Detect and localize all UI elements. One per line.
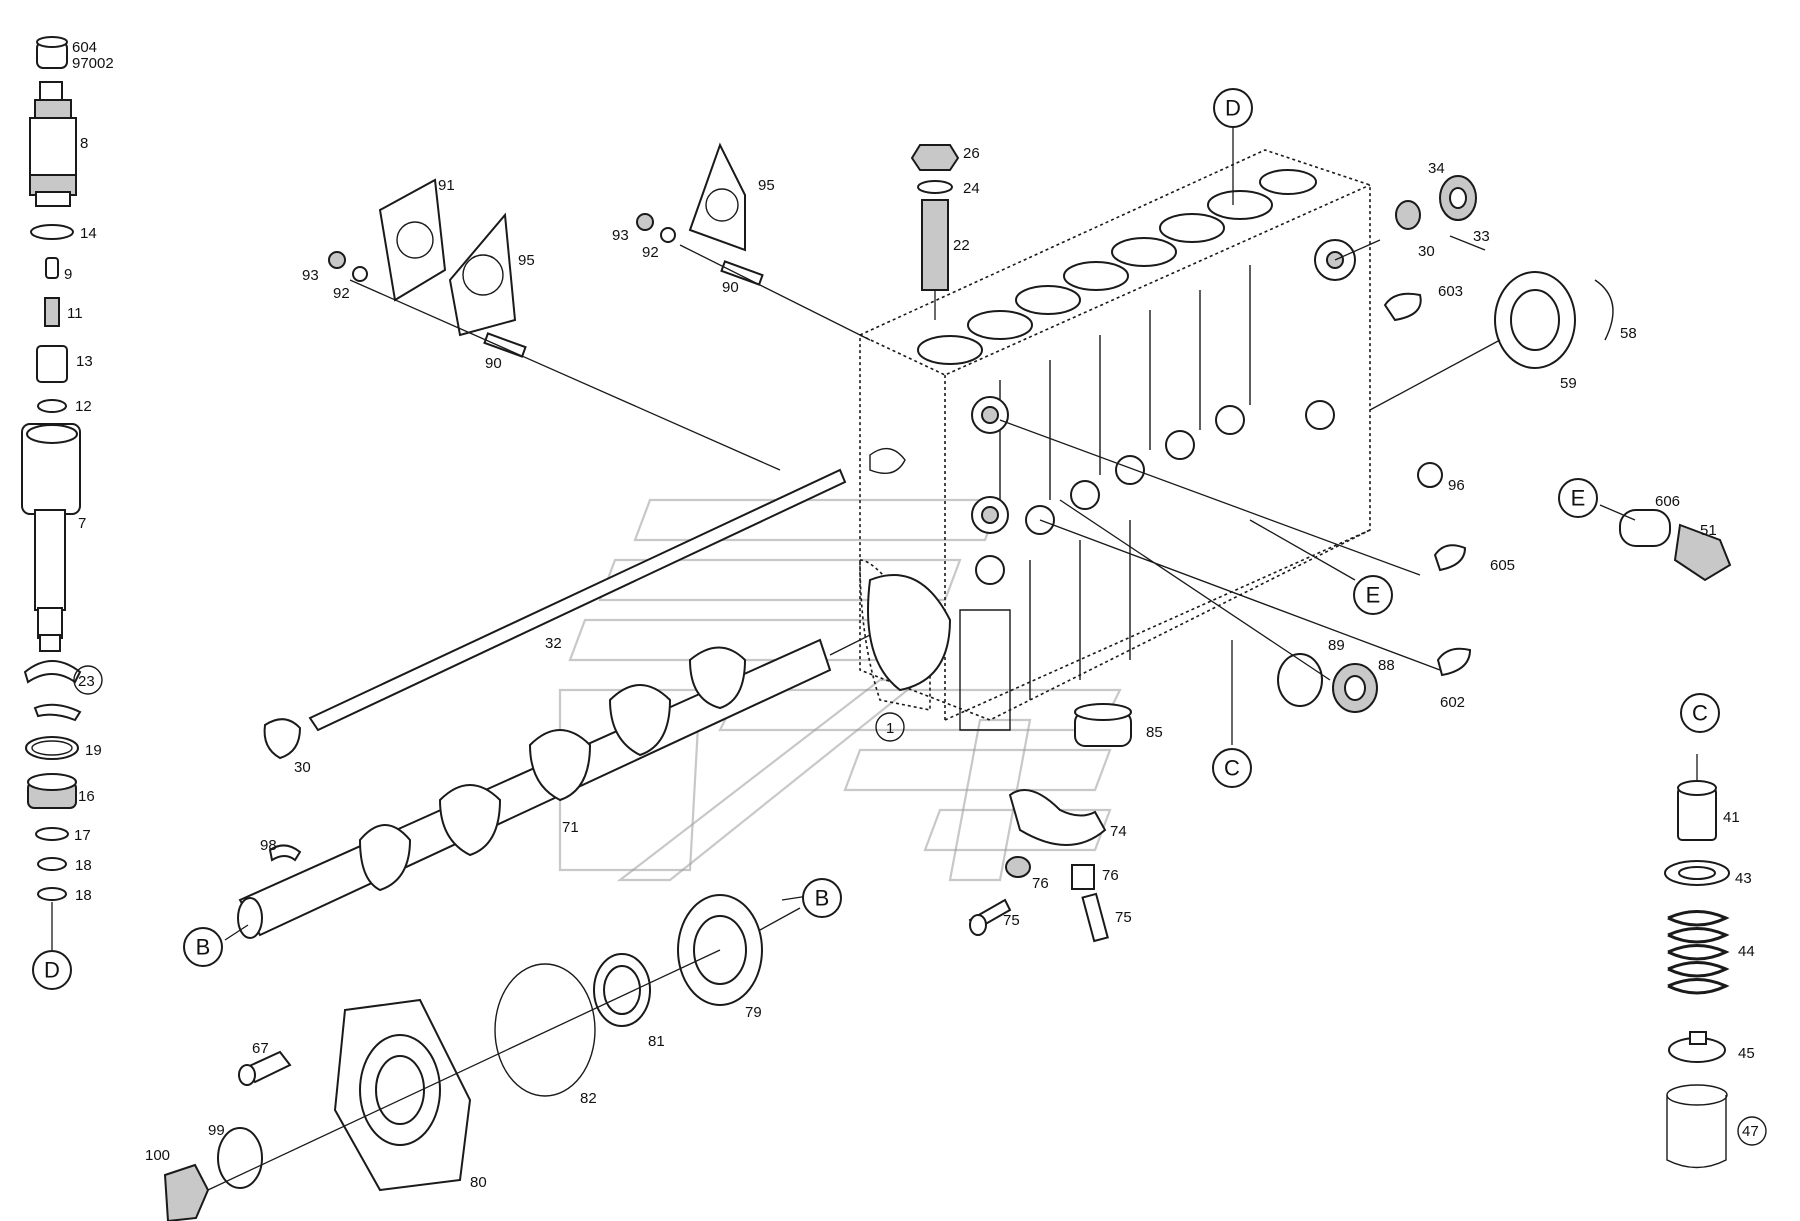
label-32: 32 <box>545 635 562 652</box>
label-90a: 90 <box>485 355 502 372</box>
label-18a: 18 <box>75 857 92 874</box>
label-602: 602 <box>1440 694 1465 711</box>
label-79: 79 <box>745 1004 762 1021</box>
svg-text:C: C <box>1692 701 1708 726</box>
ref-e-right: E <box>1558 478 1598 518</box>
label-96: 96 <box>1448 477 1465 494</box>
ref-c-right: C <box>1680 693 1720 733</box>
label-30a: 30 <box>1418 243 1435 260</box>
label-75a: 75 <box>1003 912 1020 929</box>
label-24: 24 <box>963 180 980 197</box>
label-606: 606 <box>1655 493 1680 510</box>
label-89: 89 <box>1328 637 1345 654</box>
part-labels: 604 97002 8 14 9 11 13 12 7 23 19 16 17 … <box>64 39 1759 1191</box>
label-51: 51 <box>1700 522 1717 539</box>
label-16: 16 <box>78 788 95 805</box>
gasket-group-right <box>636 142 871 341</box>
timer-parts <box>999 175 1732 713</box>
label-11: 11 <box>67 305 83 322</box>
label-95a: 95 <box>518 252 535 269</box>
label-45: 45 <box>1738 1045 1755 1062</box>
ref-d-top: D <box>1213 88 1253 128</box>
ref-c-mid: C <box>1212 748 1252 788</box>
label-93b: 93 <box>612 227 629 244</box>
label-59: 59 <box>1560 375 1577 392</box>
label-1: 1 <box>886 720 894 737</box>
bearing-cover-assembly <box>163 894 801 1221</box>
label-88: 88 <box>1378 657 1395 674</box>
label-603: 603 <box>1438 283 1463 300</box>
label-74: 74 <box>1110 823 1127 840</box>
label-98: 98 <box>260 837 277 854</box>
label-81: 81 <box>648 1033 665 1050</box>
bearing-cap <box>968 703 1132 943</box>
label-97002: 97002 <box>72 55 114 72</box>
label-604: 604 <box>72 39 97 56</box>
label-91: 91 <box>438 177 455 194</box>
label-34: 34 <box>1428 160 1445 177</box>
label-8: 8 <box>80 135 88 152</box>
pump-housing <box>859 149 1371 731</box>
ref-b-bottom: B <box>802 878 842 918</box>
gear-flange <box>867 574 952 742</box>
label-80: 80 <box>470 1174 487 1191</box>
ref-e-mid: E <box>1353 575 1393 615</box>
svg-text:E: E <box>1366 583 1381 608</box>
label-67: 67 <box>252 1040 269 1057</box>
label-92b: 92 <box>642 244 659 261</box>
label-9: 9 <box>64 266 72 283</box>
label-23: 23 <box>78 673 95 690</box>
svg-text:D: D <box>44 958 60 983</box>
control-rack <box>263 468 847 760</box>
delivery-valve-column <box>21 36 103 950</box>
tappet-spring-column <box>1664 754 1767 1169</box>
housing-bores <box>917 169 1317 365</box>
stud-nut-washer <box>910 144 960 320</box>
reference-leaders <box>224 126 1636 941</box>
ref-d-left: D <box>32 950 72 990</box>
label-44: 44 <box>1738 943 1755 960</box>
label-17: 17 <box>74 827 91 844</box>
label-47: 47 <box>1742 1123 1759 1140</box>
label-605: 605 <box>1490 557 1515 574</box>
label-58: 58 <box>1620 325 1637 342</box>
label-14: 14 <box>80 225 97 242</box>
label-76a: 76 <box>1032 875 1049 892</box>
svg-text:C: C <box>1224 756 1240 781</box>
reference-markers: D D E E C C B B <box>32 88 1720 990</box>
label-82: 82 <box>580 1090 597 1107</box>
label-99: 99 <box>208 1122 225 1139</box>
label-41: 41 <box>1723 809 1740 826</box>
label-90b: 90 <box>722 279 739 296</box>
label-93a: 93 <box>302 267 319 284</box>
svg-text:D: D <box>1225 96 1241 121</box>
gasket-group-left <box>328 178 781 471</box>
label-18b: 18 <box>75 887 92 904</box>
camshaft <box>237 629 881 939</box>
label-13: 13 <box>76 353 93 370</box>
label-26: 26 <box>963 145 980 162</box>
svg-text:E: E <box>1571 486 1586 511</box>
label-43: 43 <box>1735 870 1752 887</box>
label-71: 71 <box>562 819 579 836</box>
label-33: 33 <box>1473 228 1490 245</box>
label-75b: 75 <box>1115 909 1132 926</box>
label-22: 22 <box>953 237 970 254</box>
svg-text:B: B <box>196 935 211 960</box>
label-12: 12 <box>75 398 92 415</box>
label-85: 85 <box>1146 724 1163 741</box>
label-100: 100 <box>145 1147 170 1164</box>
label-92a: 92 <box>333 285 350 302</box>
label-76b: 76 <box>1102 867 1119 884</box>
ref-b-left: B <box>183 927 223 967</box>
svg-text:B: B <box>815 886 830 911</box>
label-19: 19 <box>85 742 102 759</box>
label-30b: 30 <box>294 759 311 776</box>
label-7: 7 <box>78 515 86 532</box>
label-95b: 95 <box>758 177 775 194</box>
